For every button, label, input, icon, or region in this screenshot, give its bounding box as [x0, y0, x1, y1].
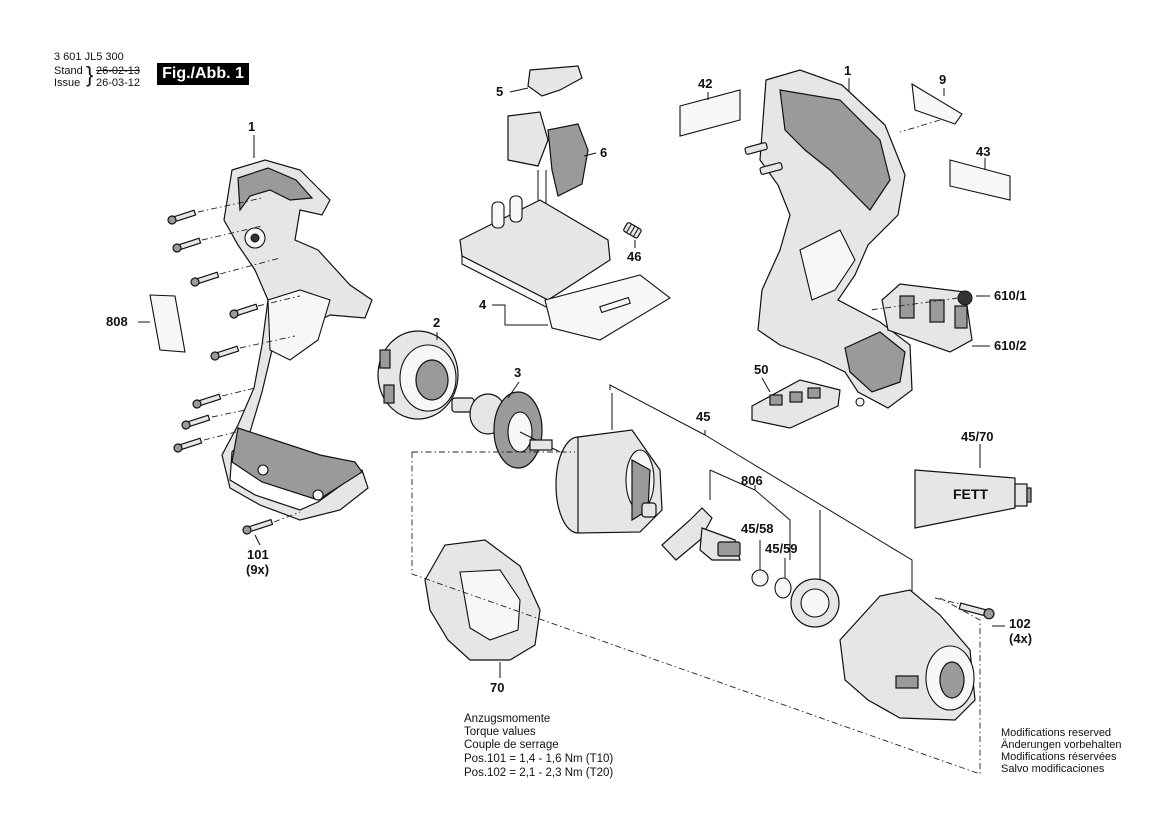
torque-heading-fr: Couple de serrage [464, 739, 559, 751]
nose-cover-70-drawing [424, 539, 541, 661]
callout-1-left: 1 [248, 119, 256, 134]
callout-102-quantity: (4x) [1009, 631, 1033, 646]
callout-45-59: 45/59 [765, 541, 798, 556]
anvil-drawing [661, 507, 741, 561]
modifications-en: Modifications reserved [1001, 727, 1112, 739]
callout-45-70: 45/70 [961, 429, 994, 444]
callout-3: 3 [514, 365, 522, 380]
assembly-45-bracket [492, 240, 981, 598]
cover-50-drawing [751, 379, 841, 429]
callout-102: 102 [1009, 616, 1031, 631]
stand-date: 26-02-13 [96, 65, 141, 77]
left-housing-drawing [221, 159, 373, 521]
torque-heading-en: Torque values [464, 726, 536, 738]
callout-leaders [138, 78, 1005, 678]
torque-pos-102: Pos.102 = 2,1 - 2,3 Nm (T20) [464, 767, 614, 779]
callout-9: 9 [939, 72, 947, 87]
screw-102-drawing [958, 602, 995, 620]
modifications-es: Salvo modificaciones [1001, 763, 1105, 775]
part-number: 3 601 JL5 300 [54, 51, 124, 63]
callout-4: 4 [479, 297, 487, 312]
stator-drawing [377, 330, 459, 420]
label-808-drawing [149, 294, 186, 353]
front-housing-drawing [839, 589, 976, 721]
motor-housing-drawing [555, 429, 663, 534]
figure-label: Fig./Abb. 1 [157, 63, 249, 85]
brace-glyph: } [86, 62, 94, 87]
torque-pos-101: Pos.101 = 1,4 - 1,6 Nm (T10) [464, 753, 614, 765]
label-42-drawing [679, 89, 741, 137]
grease-tube-drawing [914, 469, 1032, 529]
stand-label: Stand [54, 65, 83, 77]
torque-heading-de: Anzugsmomente [464, 713, 551, 725]
callout-5: 5 [496, 84, 504, 99]
ring-45-59-drawing [774, 577, 792, 599]
label-43-drawing [949, 159, 1011, 201]
callout-46: 46 [627, 249, 642, 264]
collar-drawing [790, 578, 840, 628]
callout-42: 42 [698, 76, 713, 91]
terminal-610-drawing [869, 283, 973, 353]
assembly-dashed-frame [411, 452, 981, 775]
callout-610-2: 610/2 [994, 338, 1027, 353]
rotor-drawing [451, 391, 561, 469]
issue-label: Issue [54, 77, 81, 89]
callout-6: 6 [600, 145, 608, 160]
callout-101: 101 [247, 547, 269, 562]
modifications-fr: Modifications réservées [1001, 751, 1117, 763]
callout-101-quantity: (9x) [246, 562, 270, 577]
modifications-de: Änderungen vorbehalten [1001, 739, 1122, 751]
left-screws-drawing [167, 197, 301, 535]
callout-50: 50 [754, 362, 769, 377]
grease-label: FETT [953, 486, 988, 502]
callout-806: 806 [741, 473, 763, 488]
callout-1-right: 1 [844, 63, 852, 78]
callout-610-1: 610/1 [994, 288, 1027, 303]
right-housing-drawing [744, 69, 913, 409]
ring-45-58-drawing [751, 569, 769, 587]
electronics-drawing [459, 65, 671, 341]
callout-808: 808 [106, 314, 128, 329]
callout-45: 45 [696, 409, 711, 424]
callout-2: 2 [433, 315, 441, 330]
callout-45-58: 45/58 [741, 521, 774, 536]
issue-date: 26-03-12 [96, 77, 141, 89]
callout-70: 70 [490, 680, 505, 695]
callout-43: 43 [976, 144, 991, 159]
label-9-drawing [911, 82, 963, 125]
